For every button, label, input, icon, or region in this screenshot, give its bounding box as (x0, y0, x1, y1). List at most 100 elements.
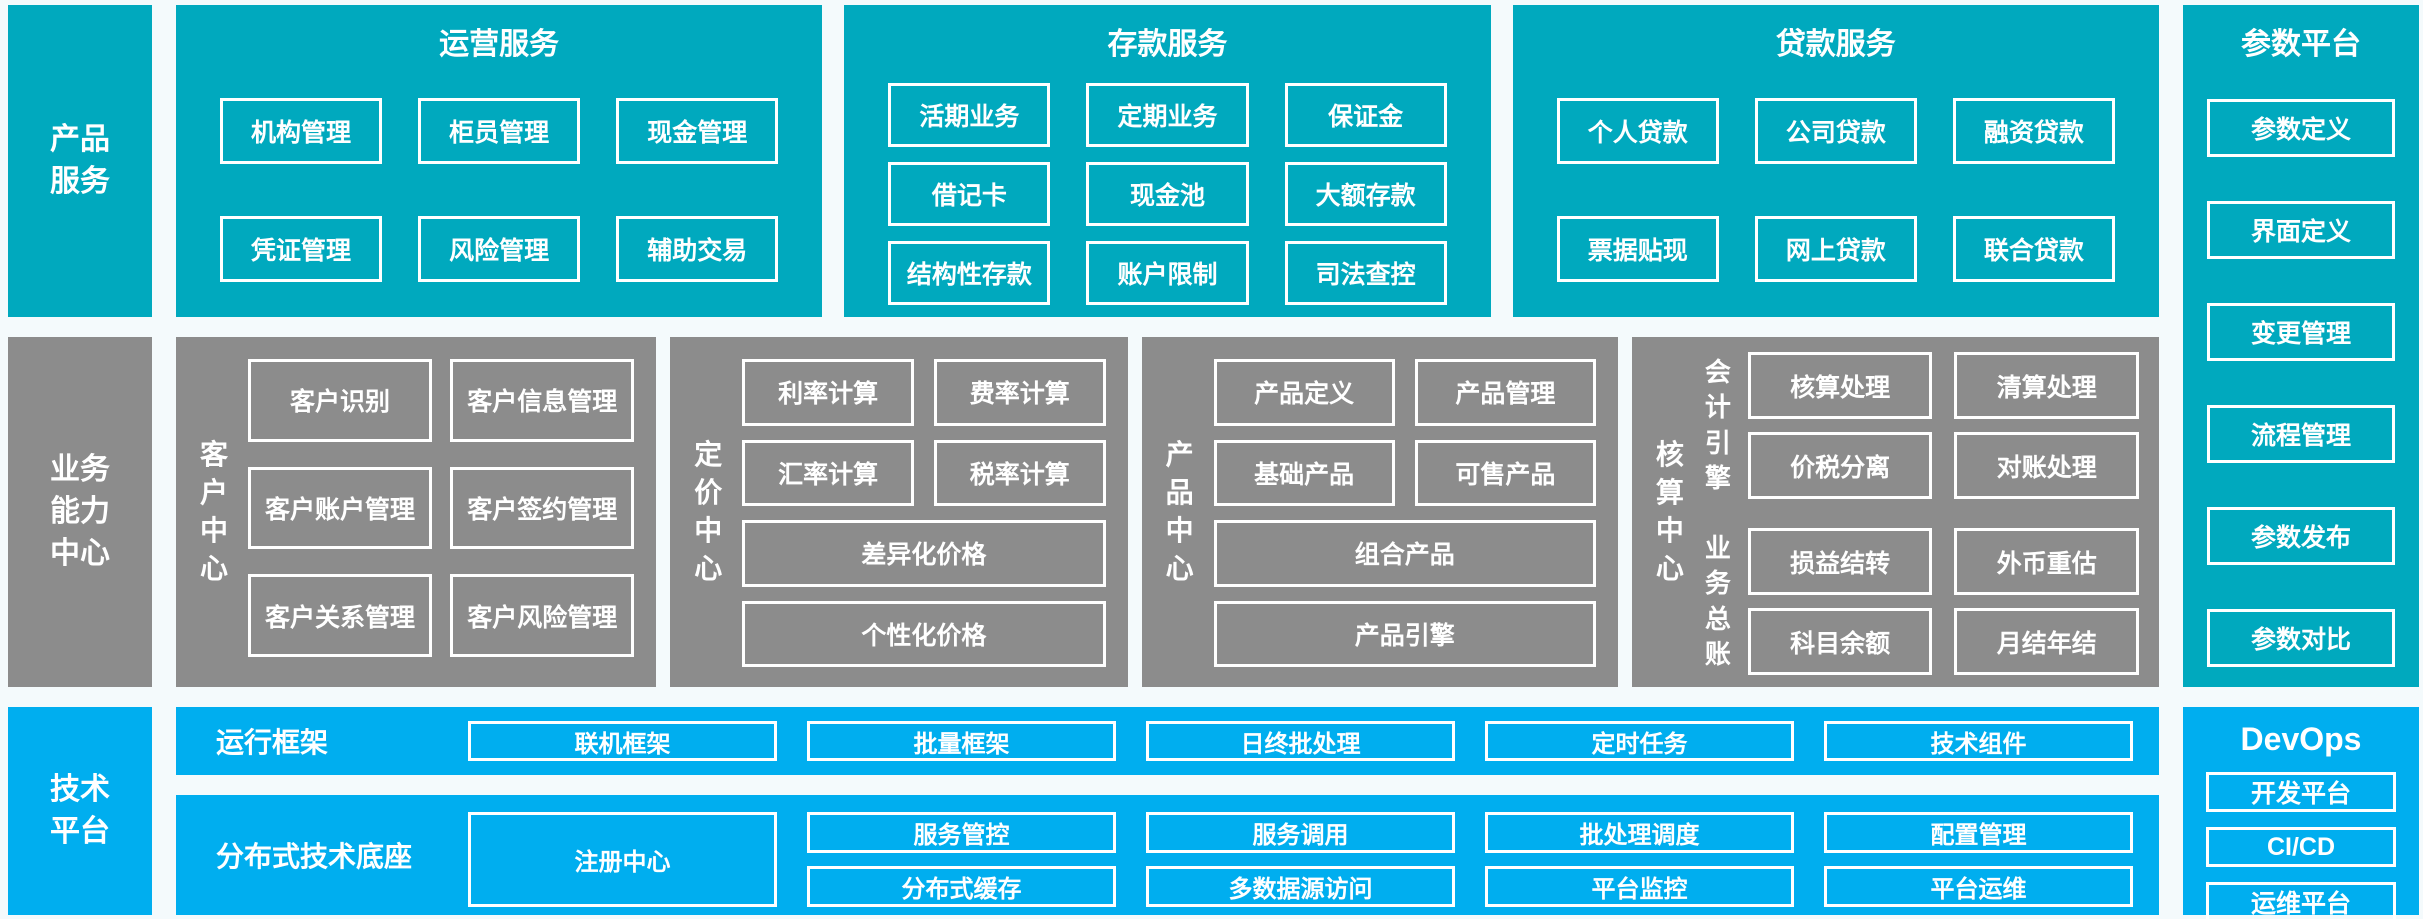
pricing-center-label: 定价中心 (694, 439, 723, 584)
business-ledger-group: 业务总账 损益结转 外币重估 科目余额 月结年结 (1702, 528, 2139, 675)
business-capability-row: 客户中心 客户识别 客户信息管理 客户账户管理 客户签约管理 客户关系管理 客户… (176, 337, 2159, 687)
panel-accounting-center: 核算中心 会计引擎 核算处理 清算处理 价税分离 对账处理 业务总账 (1631, 337, 2159, 687)
box-change-management: 变更管理 (2207, 303, 2395, 361)
box-ui-definition: 界面定义 (2207, 201, 2395, 259)
parameter-platform-list: 参数定义 界面定义 变更管理 流程管理 参数发布 参数对比 (2207, 99, 2395, 667)
accounting-engine-label: 会计引擎 (1704, 357, 1731, 493)
deposit-services-grid: 活期业务 定期业务 保证金 借记卡 现金池 大额存款 结构性存款 账户限制 司法… (888, 83, 1447, 305)
accounting-center-groups: 会计引擎 核算处理 清算处理 价税分离 对账处理 业务总账 损益结转 外币重估 (1702, 352, 2139, 675)
box-customer-info-management: 客户信息管理 (450, 359, 635, 442)
product-services-label: 产品服务 (50, 123, 110, 198)
box-account-restriction: 账户限制 (1086, 241, 1249, 305)
box-month-year-end-closing: 月结年结 (1954, 608, 2139, 675)
box-ci-cd: CI/CD (2206, 827, 2396, 867)
box-batch-framework: 批量框架 (807, 721, 1116, 761)
box-syndicated-loan: 联合贷款 (1952, 216, 2115, 282)
box-customer-contract-management: 客户签约管理 (450, 466, 635, 550)
box-service-governance: 服务管控 (807, 812, 1116, 853)
box-multi-datasource-access: 多数据源访问 (1146, 866, 1455, 907)
box-online-loan: 网上贷款 (1754, 216, 1917, 282)
box-param-release: 参数发布 (2207, 507, 2395, 565)
box-customer-identification: 客户识别 (248, 359, 433, 442)
panel-product-center: 产品中心 产品定义 产品管理 基础产品 可售产品 组合产品 产品引擎 (1141, 337, 1618, 687)
band-runtime-framework: 运行框架 联机框架 批量框架 日终批处理 定时任务 技术组件 (176, 707, 2159, 775)
box-reconciliation-processing: 对账处理 (1954, 432, 2139, 499)
sidebar-technology-platform: 技术平台 (8, 707, 152, 915)
accounting-engine-grid: 核算处理 清算处理 价税分离 对账处理 (1747, 352, 2139, 499)
box-config-management: 配置管理 (1824, 812, 2133, 853)
box-basic-product: 基础产品 (1213, 439, 1395, 506)
loan-services-grid: 个人贷款 公司贷款 融资贷款 票据贴现 网上贷款 联合贷款 (1556, 98, 2115, 282)
customer-center-grid: 客户识别 客户信息管理 客户账户管理 客户签约管理 客户关系管理 客户风险管理 (248, 359, 635, 657)
parameter-platform-title: 参数平台 (2241, 28, 2361, 61)
runtime-framework-label: 运行框架 (216, 727, 329, 758)
product-center-grid: 产品定义 产品管理 基础产品 可售产品 组合产品 产品引擎 (1213, 359, 1596, 667)
distributed-base-grid: 注册中心 服务管控 服务调用 批处理调度 配置管理 分布式缓存 多数据源访问 平… (468, 812, 2133, 907)
box-cash-pool: 现金池 (1086, 162, 1249, 226)
panel-pricing-center: 定价中心 利率计算 费率计算 汇率计算 税率计算 差异化价格 个性化价格 (670, 337, 1128, 687)
box-scheduled-task: 定时任务 (1485, 721, 1794, 761)
box-teller-management: 柜员管理 (418, 98, 581, 164)
box-product-engine: 产品引擎 (1213, 600, 1596, 667)
box-tax-rate-calc: 税率计算 (933, 439, 1106, 506)
panel-devops: DevOps 开发平台 CI/CD 运维平台 (2183, 707, 2419, 919)
box-tech-component: 技术组件 (1824, 721, 2133, 761)
box-ops-platform: 运维平台 (2206, 882, 2396, 919)
box-differentiated-pricing: 差异化价格 (742, 520, 1106, 587)
box-financing-loan: 融资贷款 (1952, 98, 2115, 164)
accounting-engine-group: 会计引擎 核算处理 清算处理 价税分离 对账处理 (1702, 352, 2139, 499)
box-dev-platform: 开发平台 (2206, 772, 2396, 812)
loan-services-title: 贷款服务 (1775, 28, 1896, 61)
operation-services-grid: 机构管理 柜员管理 现金管理 凭证管理 风险管理 辅助交易 (220, 98, 779, 282)
box-time-deposit: 定期业务 (1086, 83, 1249, 147)
box-process-management: 流程管理 (2207, 405, 2395, 463)
box-auxiliary-transaction: 辅助交易 (616, 216, 779, 282)
band-distributed-base: 分布式技术底座 注册中心 服务管控 服务调用 批处理调度 配置管理 分布式缓存 … (176, 795, 2159, 915)
distributed-base-label: 分布式技术底座 (216, 841, 413, 872)
box-demand-deposit: 活期业务 (888, 83, 1051, 147)
box-customer-relationship-management: 客户关系管理 (248, 574, 433, 657)
box-registry-center: 注册中心 (468, 812, 777, 907)
box-exchange-rate-calc: 汇率计算 (742, 439, 914, 506)
box-margin-deposit: 保证金 (1284, 83, 1447, 147)
box-distributed-cache: 分布式缓存 (807, 866, 1116, 907)
box-org-management: 机构管理 (220, 98, 383, 164)
runtime-framework-boxes: 联机框架 批量框架 日终批处理 定时任务 技术组件 (468, 721, 2133, 761)
box-platform-monitoring: 平台监控 (1485, 866, 1794, 907)
sidebar-business-capability: 业务能力中心 (8, 337, 152, 687)
box-sellable-product: 可售产品 (1414, 439, 1596, 506)
box-corporate-loan: 公司贷款 (1754, 98, 1917, 164)
operation-services-title: 运营服务 (439, 28, 560, 61)
box-risk-management: 风险管理 (418, 216, 581, 282)
box-judicial-inquiry-control: 司法查控 (1284, 241, 1447, 305)
box-bill-discount: 票据贴现 (1556, 216, 1719, 282)
deposit-services-title: 存款服务 (1107, 28, 1228, 61)
box-personal-loan: 个人贷款 (1556, 98, 1719, 164)
box-platform-ops: 平台运维 (1824, 866, 2133, 907)
box-personalized-pricing: 个性化价格 (742, 600, 1106, 667)
box-fee-rate-calc: 费率计算 (933, 359, 1106, 426)
panel-operation-services: 运营服务 机构管理 柜员管理 现金管理 凭证管理 风险管理 辅助交易 (176, 5, 823, 317)
box-online-framework: 联机框架 (468, 721, 777, 761)
box-subject-balance: 科目余额 (1747, 608, 1933, 675)
technology-platform-label: 技术平台 (50, 773, 110, 848)
business-ledger-label: 业务总账 (1704, 533, 1731, 669)
box-voucher-management: 凭证管理 (220, 216, 383, 282)
pricing-center-grid: 利率计算 费率计算 汇率计算 税率计算 差异化价格 个性化价格 (742, 359, 1106, 667)
box-customer-risk-management: 客户风险管理 (450, 574, 635, 657)
box-price-tax-separation: 价税分离 (1747, 432, 1933, 499)
customer-center-label: 客户中心 (199, 439, 228, 584)
box-structured-deposit: 结构性存款 (888, 241, 1051, 305)
box-customer-account-management: 客户账户管理 (248, 466, 433, 550)
business-capability-label: 业务能力中心 (50, 453, 110, 570)
box-param-definition: 参数定义 (2207, 99, 2395, 157)
box-profit-loss-carryover: 损益结转 (1747, 528, 1933, 595)
box-param-compare: 参数对比 (2207, 609, 2395, 667)
panel-parameter-platform: 参数平台 参数定义 界面定义 变更管理 流程管理 参数发布 参数对比 (2183, 5, 2419, 687)
box-cash-management: 现金管理 (616, 98, 779, 164)
sidebar-product-services: 产品服务 (8, 5, 152, 317)
box-service-invocation: 服务调用 (1146, 812, 1455, 853)
product-center-label: 产品中心 (1165, 439, 1194, 584)
box-large-deposit: 大额存款 (1284, 162, 1447, 226)
